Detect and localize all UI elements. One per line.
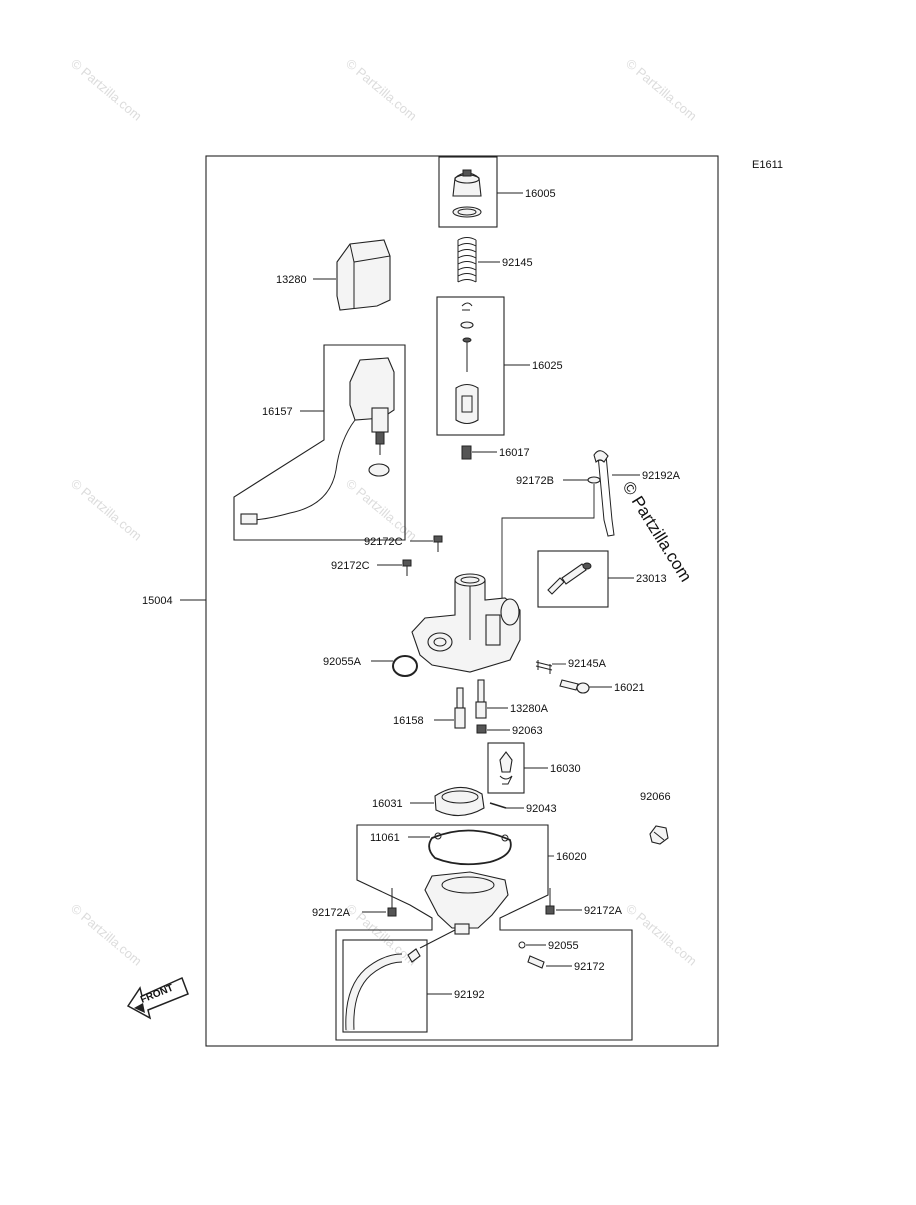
label-16025: 16025 bbox=[532, 360, 563, 372]
label-92192: 92192 bbox=[454, 989, 485, 1001]
watermark: © Partzilla.com bbox=[623, 901, 700, 969]
watermark: © Partzilla.com bbox=[343, 476, 420, 544]
part-92063[interactable]: 92063 bbox=[476, 724, 543, 737]
label-16030: 16030 bbox=[550, 763, 581, 775]
label-92043: 92043 bbox=[526, 803, 557, 815]
label-92055A: 92055A bbox=[323, 656, 362, 668]
label-92172B: 92172B bbox=[516, 475, 554, 487]
part-92172B[interactable]: 92172B bbox=[516, 475, 601, 487]
label-16157: 16157 bbox=[262, 406, 293, 418]
part-13280A[interactable]: 13280A bbox=[475, 679, 549, 719]
label-23013: 23013 bbox=[636, 573, 667, 585]
label-11061: 11061 bbox=[370, 832, 400, 844]
part-16031[interactable]: 16031 bbox=[372, 786, 485, 817]
label-13280A: 13280A bbox=[510, 703, 549, 715]
label-92066: 92066 bbox=[640, 791, 671, 803]
part-16158[interactable]: 16158 bbox=[393, 687, 466, 729]
label-16020: 16020 bbox=[556, 851, 587, 863]
watermark: © Partzilla.com bbox=[68, 901, 145, 969]
figure-code: E1611 bbox=[752, 159, 783, 171]
part-16021[interactable]: 16021 bbox=[559, 679, 645, 694]
label-16005: 16005 bbox=[525, 188, 556, 200]
part-16017[interactable]: 16017 bbox=[461, 445, 530, 460]
label-92055: 92055 bbox=[548, 940, 579, 952]
part-16157[interactable]: 16157 bbox=[233, 344, 406, 541]
float-chamber-body[interactable] bbox=[419, 871, 509, 949]
leader-92172B bbox=[501, 484, 595, 600]
part-92172A-left[interactable]: 92172A bbox=[312, 888, 397, 919]
part-11061[interactable]: 11061 bbox=[370, 829, 512, 866]
label-92172A-right: 92172A bbox=[584, 905, 623, 917]
part-92066[interactable]: 92066 bbox=[640, 791, 671, 845]
part-92172C-upper[interactable]: 92172C bbox=[364, 535, 443, 552]
label-92172A-left: 92172A bbox=[312, 907, 351, 919]
label-92145A: 92145A bbox=[568, 658, 607, 670]
part-92055A[interactable]: 92055A bbox=[323, 655, 418, 677]
label-13280: 13280 bbox=[276, 274, 307, 286]
part-16030[interactable]: 16030 bbox=[487, 742, 581, 794]
group-frame-16020 bbox=[335, 824, 633, 1041]
watermark: © Partzilla.com bbox=[68, 476, 145, 544]
label-15004: 15004 bbox=[142, 595, 173, 607]
label-16021: 16021 bbox=[614, 682, 645, 694]
part-92145A[interactable]: 92145A bbox=[535, 658, 607, 674]
label-92063: 92063 bbox=[512, 725, 543, 737]
part-92192[interactable]: 92192 bbox=[342, 939, 485, 1033]
watermark: © Partzilla.com bbox=[68, 56, 145, 124]
label-16031: 16031 bbox=[372, 798, 403, 810]
part-92172[interactable]: 92172 bbox=[527, 955, 605, 973]
label-16017: 16017 bbox=[499, 447, 530, 459]
part-16025[interactable]: 16025 bbox=[436, 296, 563, 436]
front-arrow: FRONT bbox=[126, 976, 189, 1020]
watermark: © Partzilla.com bbox=[343, 56, 420, 124]
label-16158: 16158 bbox=[393, 715, 424, 727]
part-16005[interactable]: 16005 bbox=[438, 156, 556, 228]
part-92172C-lower[interactable]: 92172C bbox=[331, 559, 412, 576]
watermark: © Partzilla.com bbox=[623, 56, 700, 124]
outer-frame bbox=[205, 155, 719, 1047]
part-92172A-right[interactable]: 92172A bbox=[545, 888, 623, 917]
label-92172: 92172 bbox=[574, 961, 605, 973]
label-92145: 92145 bbox=[502, 257, 533, 269]
brand-mark: © Partzilla.com bbox=[619, 478, 696, 585]
part-23013[interactable]: 23013 bbox=[537, 550, 667, 608]
label-92192A: 92192A bbox=[642, 470, 681, 482]
label-92172C-lower: 92172C bbox=[331, 560, 370, 572]
part-92055[interactable]: 92055 bbox=[518, 940, 579, 952]
label-92172C-upper: 92172C bbox=[364, 536, 403, 548]
part-13280[interactable]: 13280 bbox=[276, 239, 391, 311]
part-92043[interactable]: 92043 bbox=[489, 802, 557, 815]
part-92192A[interactable]: 92192A bbox=[593, 450, 681, 537]
part-15004[interactable]: 15004 bbox=[142, 573, 521, 673]
part-92145[interactable]: 92145 bbox=[457, 237, 533, 283]
